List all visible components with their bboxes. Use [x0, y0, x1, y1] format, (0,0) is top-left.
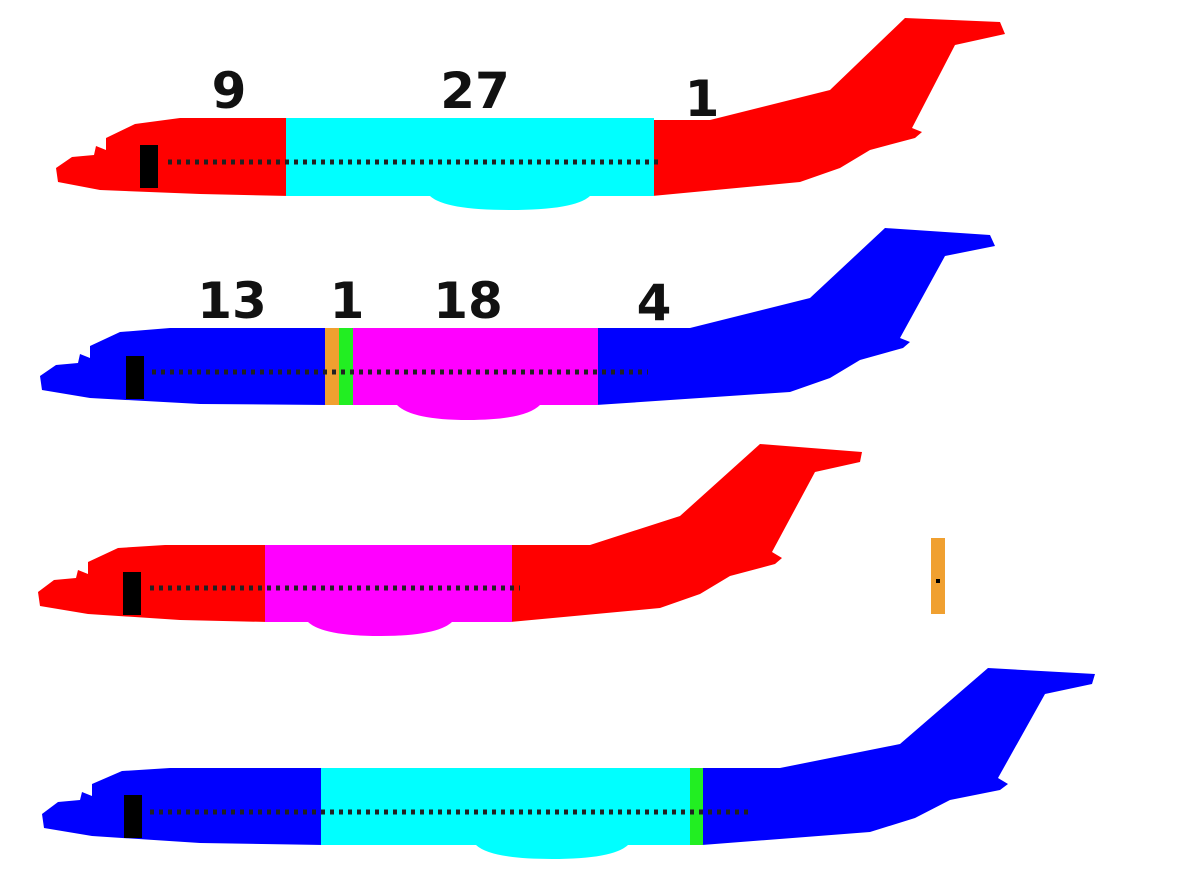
aircraft-3-nose — [38, 545, 268, 622]
aircraft-1-nose — [56, 118, 290, 196]
aircraft-4-tail — [700, 668, 1095, 845]
aircraft-2: 13 1 18 4 — [40, 228, 995, 420]
aircraft-3 — [38, 444, 945, 636]
aircraft-2-label-3: 18 — [433, 272, 503, 330]
aircraft-3-detached-block-dot — [936, 579, 940, 583]
aircraft-1-section-1 — [286, 118, 654, 210]
aircraft-4-nose — [42, 768, 324, 845]
aircraft-2-door — [126, 356, 144, 399]
aircraft-1: 9 27 1 — [56, 18, 1005, 210]
aircraft-2-nose — [40, 328, 328, 405]
aircraft-1-label-1: 9 — [212, 62, 247, 120]
aircraft-2-section-1 — [325, 328, 339, 405]
aircraft-1-tail — [650, 18, 1005, 196]
aircraft-2-section-3 — [353, 328, 598, 420]
aircraft-4-door — [124, 795, 142, 838]
aircraft-3-door — [123, 572, 141, 615]
aircraft-4-section-2 — [690, 768, 703, 845]
aircraft-3-tail — [508, 444, 862, 622]
aircraft-2-label-2: 1 — [330, 272, 365, 330]
aircraft-4 — [42, 668, 1095, 859]
aircraft-4-section-1 — [321, 768, 692, 859]
aircraft-2-label-4: 4 — [637, 274, 672, 332]
aircraft-1-label-2: 27 — [440, 62, 510, 120]
aircraft-1-label-3: 1 — [685, 70, 720, 128]
aircraft-3-section-1 — [265, 545, 512, 636]
aircraft-3-detached-block — [931, 538, 945, 614]
aircraft-2-section-2 — [339, 328, 353, 405]
aircraft-2-label-1: 13 — [197, 272, 267, 330]
aircraft-2-tail — [594, 228, 995, 405]
aircraft-1-door — [140, 145, 158, 188]
